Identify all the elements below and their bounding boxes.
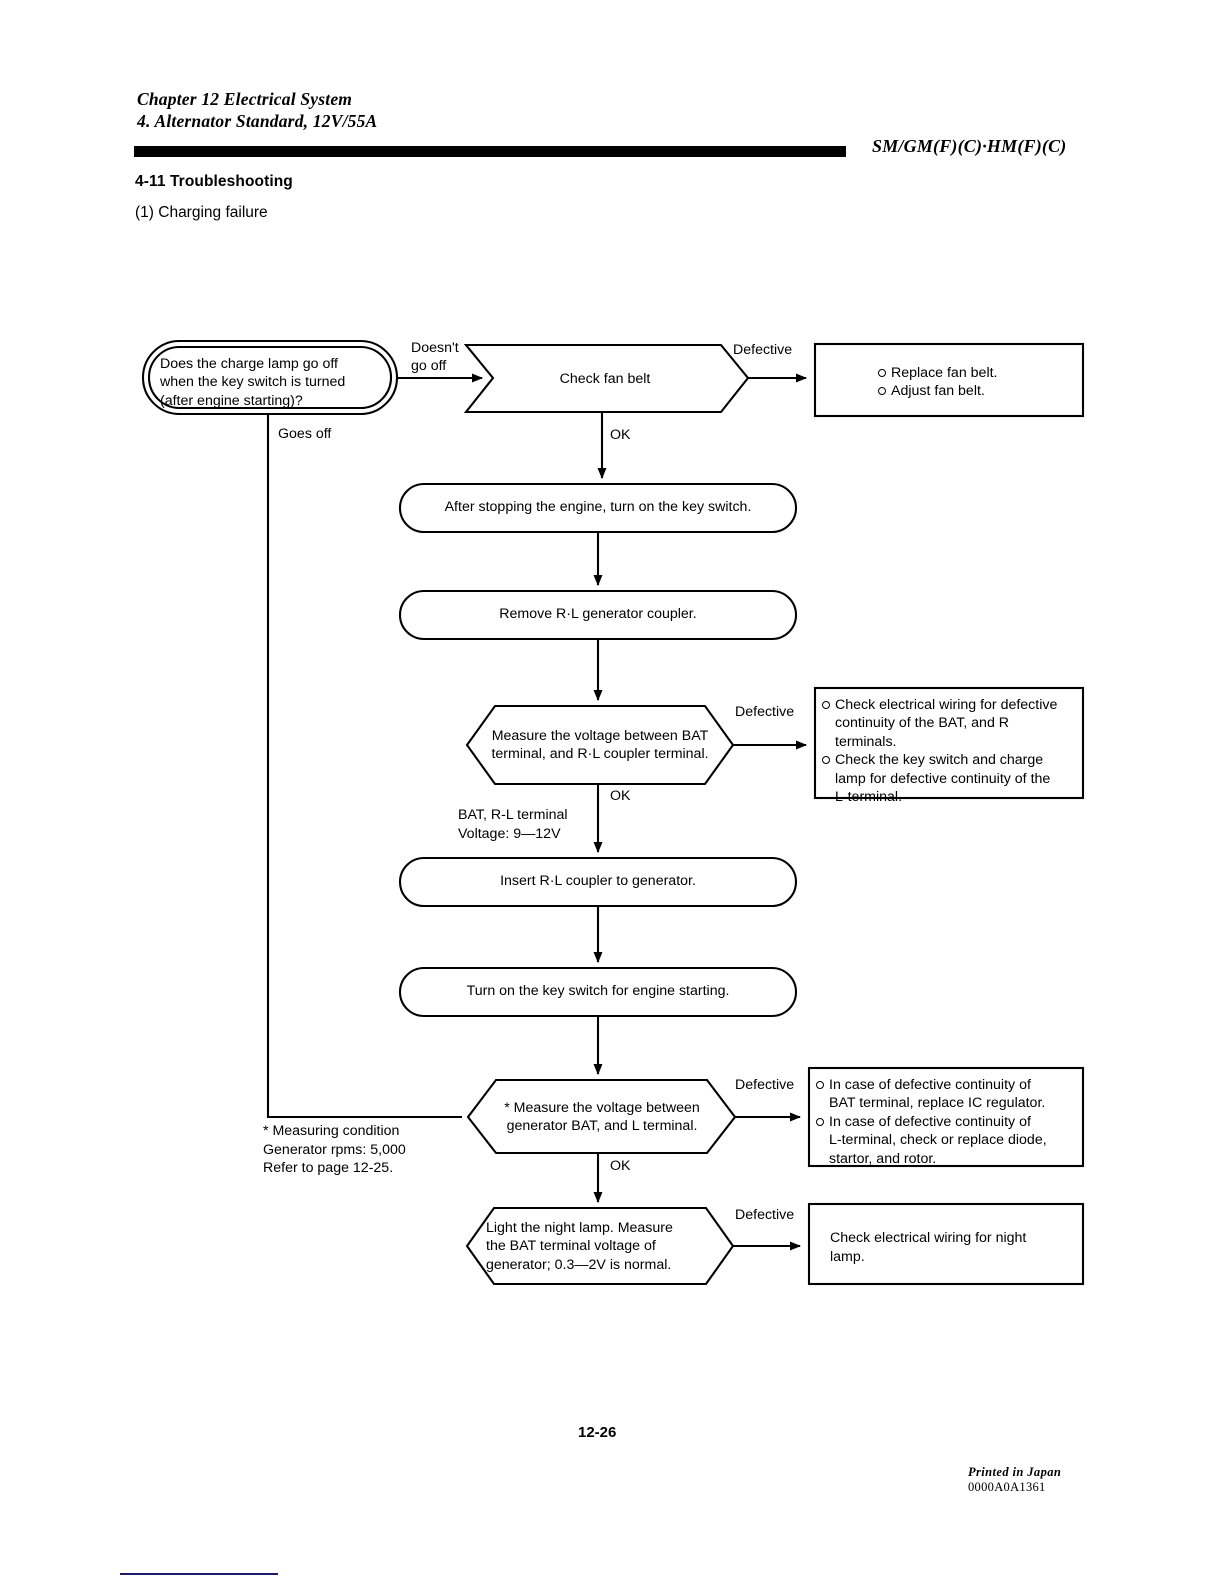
list-item: In case of defective continuity of BAT t… [816, 1076, 1078, 1113]
header-rule [134, 146, 846, 157]
node-start-label: Does the charge lamp go off when the key… [160, 356, 346, 409]
node-measure-bat-l-label: * Measure the voltage between generator … [504, 1100, 700, 1135]
edge-label-bat-l-ok: OK [610, 1158, 631, 1174]
result-fan-belt-actions: Replace fan belt. Adjust fan belt. [878, 364, 1078, 401]
circle-bullet-icon [822, 756, 833, 765]
circle-bullet-icon [878, 387, 889, 396]
printed-in-japan: Printed in Japan [968, 1465, 1062, 1479]
part-number: 0000A0A1361 [968, 1480, 1046, 1494]
bottom-rule [120, 1573, 278, 1575]
page-subtitle: (1) Charging failure [135, 204, 268, 221]
edge-label-fan-belt-ok: OK [610, 427, 631, 443]
result-night-lamp-action: Check electrical wiring for night lamp. [830, 1230, 1027, 1265]
header-model-code: SM/GM(F)(C)·HM(F)(C) [872, 136, 1067, 156]
circle-bullet-icon [816, 1117, 827, 1126]
result-bat-r-wiring-actions: Check electrical wiring for defective co… [822, 696, 1078, 807]
node-night-lamp-label: Light the night lamp. Measure the BAT te… [486, 1220, 673, 1273]
annotation-measuring-condition: * Measuring condition Generator rpms: 5,… [263, 1123, 406, 1177]
list-item: Replace fan belt. [878, 364, 1078, 382]
page-title: 4-11 Troubleshooting [135, 173, 293, 190]
node-check-fan-belt-label: Check fan belt [559, 371, 651, 387]
edge-label-doesnt-go-off: Doesn't go off [411, 340, 459, 375]
edge-label-bat-rl-defective: Defective [735, 704, 795, 720]
edge-label-night-lamp-defective: Defective [735, 1207, 795, 1223]
result-ic-regulator-actions: In case of defective continuity of BAT t… [816, 1076, 1078, 1168]
list-item: In case of defective continuity of L-ter… [816, 1113, 1078, 1168]
node-measure-bat-rl-label: Measure the voltage between BAT terminal… [491, 728, 709, 763]
header-section: 4. Alternator Standard, 12V/55A [137, 111, 378, 131]
edge-label-goes-off: Goes off [278, 426, 332, 442]
node-remove-coupler-label: Remove R·L generator coupler. [499, 606, 697, 622]
list-item: Adjust fan belt. [878, 382, 1078, 400]
annotation-bat-rl-voltage: BAT, R-L terminal Voltage: 9—12V [458, 807, 568, 842]
node-insert-coupler-label: Insert R·L coupler to generator. [500, 873, 696, 889]
circle-bullet-icon [822, 701, 833, 709]
node-stop-engine-label: After stopping the engine, turn on the k… [444, 499, 752, 515]
header-chapter: Chapter 12 Electrical System [137, 89, 353, 109]
edge-label-bat-rl-ok: OK [610, 788, 631, 804]
circle-bullet-icon [878, 369, 889, 377]
page-number: 12-26 [578, 1424, 617, 1441]
node-turn-key-label: Turn on the key switch for engine starti… [466, 983, 730, 999]
edge-label-bat-l-defective: Defective [735, 1077, 795, 1093]
list-item: Check the key switch and charge lamp for… [822, 751, 1078, 806]
list-item: Check electrical wiring for defective co… [822, 696, 1078, 751]
circle-bullet-icon [816, 1081, 827, 1089]
edge-label-fan-belt-defective: Defective [733, 342, 793, 358]
